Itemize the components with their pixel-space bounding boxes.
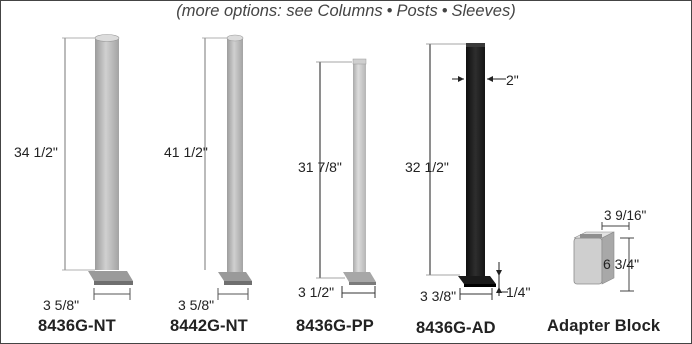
adapter-block: 3 9/16" 6 3/4" (573, 208, 647, 292)
base-label: 3 1/2" (298, 284, 334, 300)
base-label: 3 3/8" (420, 288, 456, 304)
link-columns[interactable]: Columns (317, 2, 383, 20)
base-label: 3 5/8" (43, 297, 79, 313)
post-8436g-pp: 31 7/8" 3 1/2" (298, 58, 376, 300)
height-label: 31 7/8" (298, 159, 342, 175)
link-posts[interactable]: Posts (396, 2, 438, 20)
caption-8436g-ad: 8436G-AD (416, 319, 496, 337)
post-8442g-nt: 41 1/2" 3 5/8" (164, 34, 252, 313)
caption-8436g-pp: 8436G-PP (296, 317, 374, 335)
options-note: (more options: see Columns•Posts•Sleeves… (0, 2, 692, 21)
post-8436g-nt: 34 1/2" 3 5/8" (14, 34, 133, 313)
options-suffix: ) (510, 2, 516, 20)
link-sleeves[interactable]: Sleeves (451, 2, 511, 20)
caption-adapter-block: Adapter Block (547, 317, 661, 335)
height-label: 34 1/2" (14, 144, 58, 160)
caption-8442g-nt: 8442G-NT (170, 317, 248, 335)
caption-8436g-nt: 8436G-NT (38, 317, 116, 335)
height-label: 41 1/2" (164, 144, 208, 160)
top-label: 3 9/16" (604, 208, 647, 223)
base-label: 3 5/8" (178, 297, 214, 313)
separator-2: • (441, 2, 448, 20)
width-label: 2" (506, 72, 519, 88)
height-label: 6 3/4" (603, 256, 639, 272)
height-label: 32 1/2" (405, 159, 449, 175)
post-8436g-ad: 2" 1/4" 32 1/2" 3 3/8" (405, 43, 530, 304)
options-prefix: (more options: see (176, 2, 313, 20)
separator-1: • (386, 2, 393, 20)
plate-label: 1/4" (506, 284, 530, 300)
